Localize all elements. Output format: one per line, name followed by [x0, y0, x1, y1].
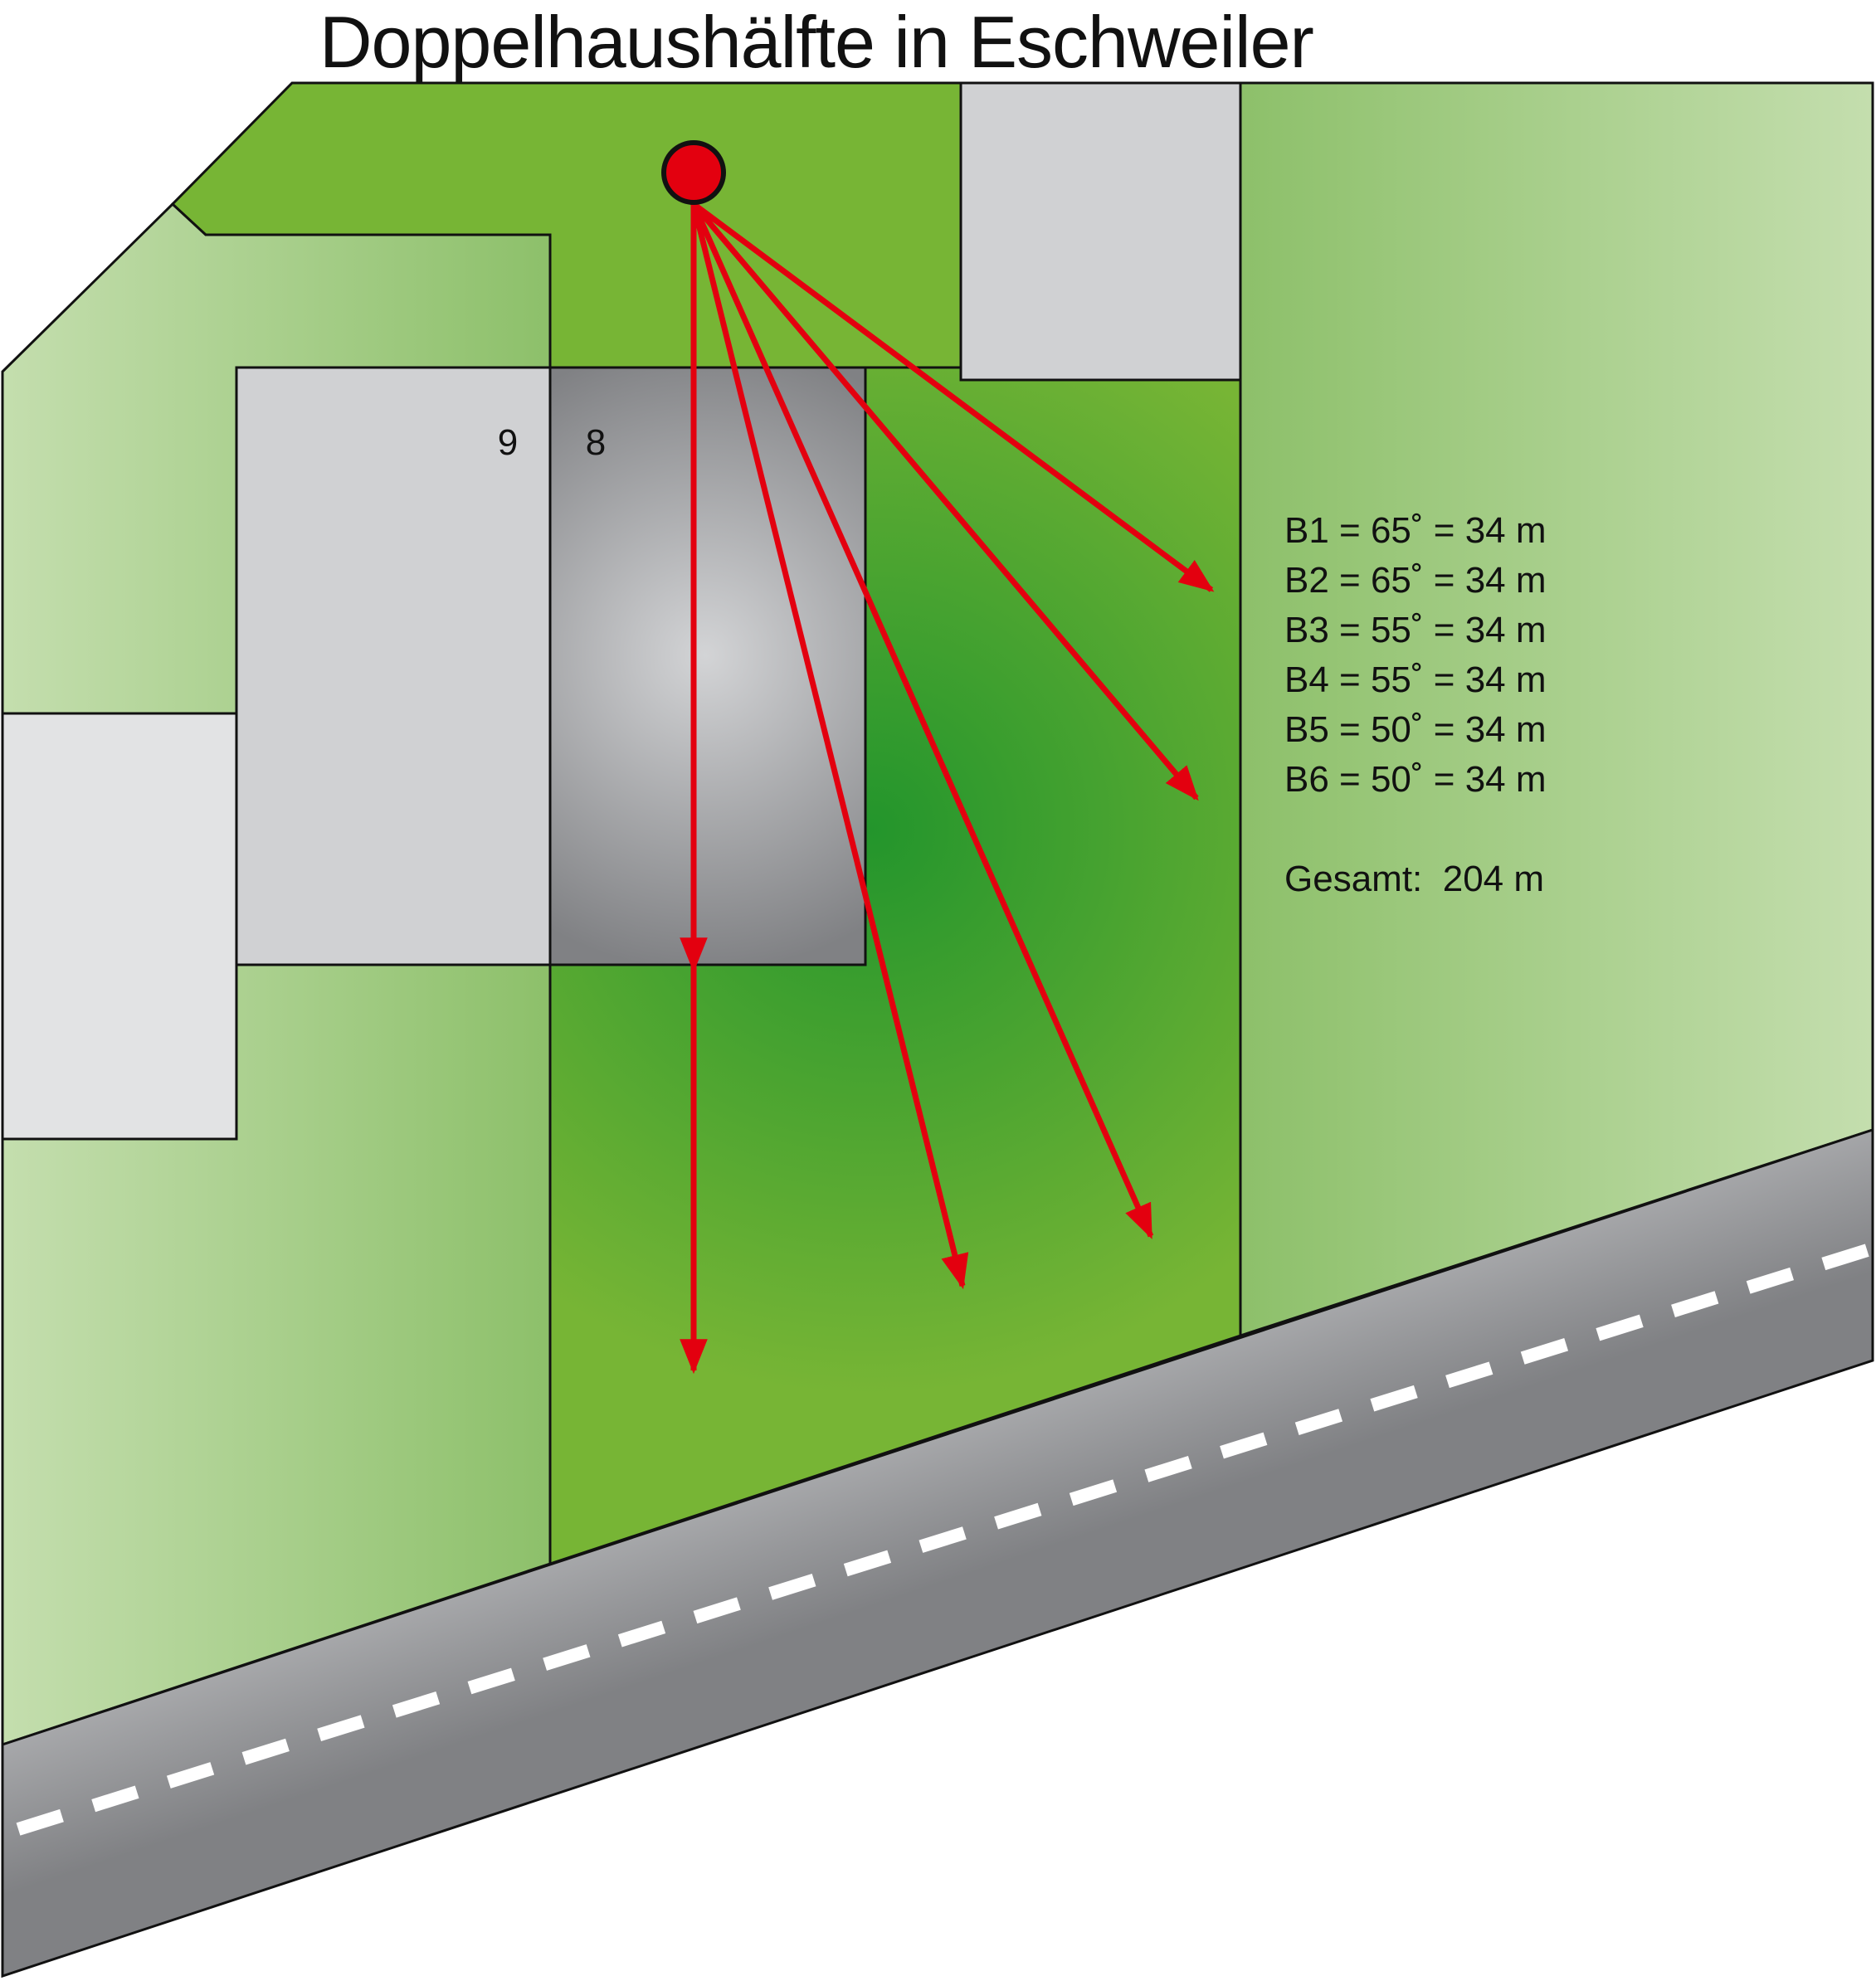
road-center-marking	[16, 1242, 1875, 1836]
ray-b2	[691, 202, 1199, 801]
garage-top	[959, 81, 1242, 382]
legend-total: Gesamt: 204 m	[1284, 859, 1544, 899]
observation-point	[661, 140, 726, 205]
measurement-legend: B1 = 65˚ = 34 m B2 = 65˚ = 34 m B3 = 55˚…	[1284, 510, 1547, 899]
house-number-label-9: 9	[498, 422, 518, 463]
road	[1, 1127, 1874, 1979]
ray-b3	[690, 202, 1154, 1239]
plan-title: Doppelhaushälfte in Eschweiler	[319, 1, 1314, 83]
legend-line-b5: B5 = 50˚ = 34 m	[1284, 709, 1547, 750]
house-number-9	[235, 366, 552, 966]
legend-line-b1: B1 = 65˚ = 34 m	[1284, 510, 1547, 551]
legend-line-b2: B2 = 65˚ = 34 m	[1284, 560, 1547, 601]
building-left	[1, 712, 238, 1141]
legend-line-b4: B4 = 55˚ = 34 m	[1284, 660, 1547, 700]
ray-b1	[691, 202, 1215, 592]
ray-b4	[690, 203, 969, 1290]
measurement-rays	[680, 202, 1215, 1375]
house-number-label-8: 8	[586, 422, 606, 463]
legend-line-b6: B6 = 50˚ = 34 m	[1284, 759, 1547, 800]
legend-line-b3: B3 = 55˚ = 34 m	[1284, 610, 1547, 650]
